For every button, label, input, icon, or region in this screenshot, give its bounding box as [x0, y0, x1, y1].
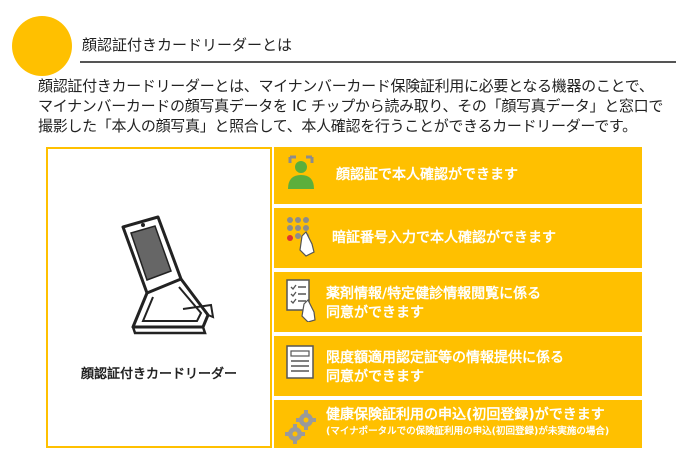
decorative-circle [12, 16, 72, 76]
feature-text-line1: 薬剤情報/特定健診情報閲覧に係る [326, 286, 542, 302]
device-label: 顔認証付きカードリーダー [80, 367, 237, 382]
description: 顔認証付きカードリーダーとは、マイナンバーカード保険証利用に必要となる機器のこと… [38, 76, 678, 136]
gears-icon [285, 410, 316, 444]
description-line: 撮影した「本人の顔写真」と照合して、本人確認を行うことができるカードリーダーです… [38, 117, 637, 135]
feature-item: 限度額適用認定証等の情報提供に係る 同意ができます [274, 336, 642, 396]
page-title: 顔認証付きカードリーダーとは [82, 36, 293, 54]
feature-text-line1: 健康保険証利用の申込(初回登録)ができます [326, 407, 605, 423]
feature-item: 暗証番号入力で本人確認ができます [274, 208, 642, 268]
description-line: 顔認証付きカードリーダーとは、マイナンバーカード保険証利用に必要となる機器のこと… [38, 77, 654, 95]
feature-text: 暗証番号入力で本人確認ができます [332, 230, 556, 246]
description-line: マイナンバーカードの顔写真データを IC チップから読み取り、その「顔写真データ… [38, 97, 664, 115]
feature-note: (マイナポータルでの保険証利用の申込(初回登録)が未実施の場合) [326, 426, 610, 437]
feature-item: 健康保険証利用の申込(初回登録)ができます (マイナポータルでの保険証利用の申込… [274, 400, 642, 448]
feature-text-line2: 同意ができます [326, 305, 424, 321]
feature-text: 薬剤情報/特定健診情報閲覧に係る 同意ができます [326, 285, 541, 323]
checklist-document-icon [286, 279, 316, 322]
feature-text-line2: 同意ができます [326, 369, 424, 385]
feature-item: 薬剤情報/特定健診情報閲覧に係る 同意ができます [274, 272, 642, 332]
face-scan-icon [288, 155, 314, 189]
form-document-icon [286, 345, 314, 379]
feature-text-line1: 限度額適用認定証等の情報提供に係る [326, 350, 564, 366]
feature-item: 顔認証で本人確認ができます [274, 147, 642, 204]
feature-text: 限度額適用認定証等の情報提供に係る 同意ができます [326, 349, 564, 387]
pin-keypad-icon [287, 217, 315, 257]
feature-text: 健康保険証利用の申込(初回登録)ができます (マイナポータルでの保険証利用の申込… [326, 406, 609, 438]
feature-text: 顔認証で本人確認ができます [336, 167, 518, 183]
title-divider [80, 61, 676, 63]
feature-list: 顔認証で本人確認ができます 暗証番号入力で本人確認ができます 薬剤情報/特定健診… [274, 147, 642, 448]
device-panel: 顔認証付きカードリーダー [46, 147, 272, 448]
card-reader-illustration [121, 215, 215, 335]
